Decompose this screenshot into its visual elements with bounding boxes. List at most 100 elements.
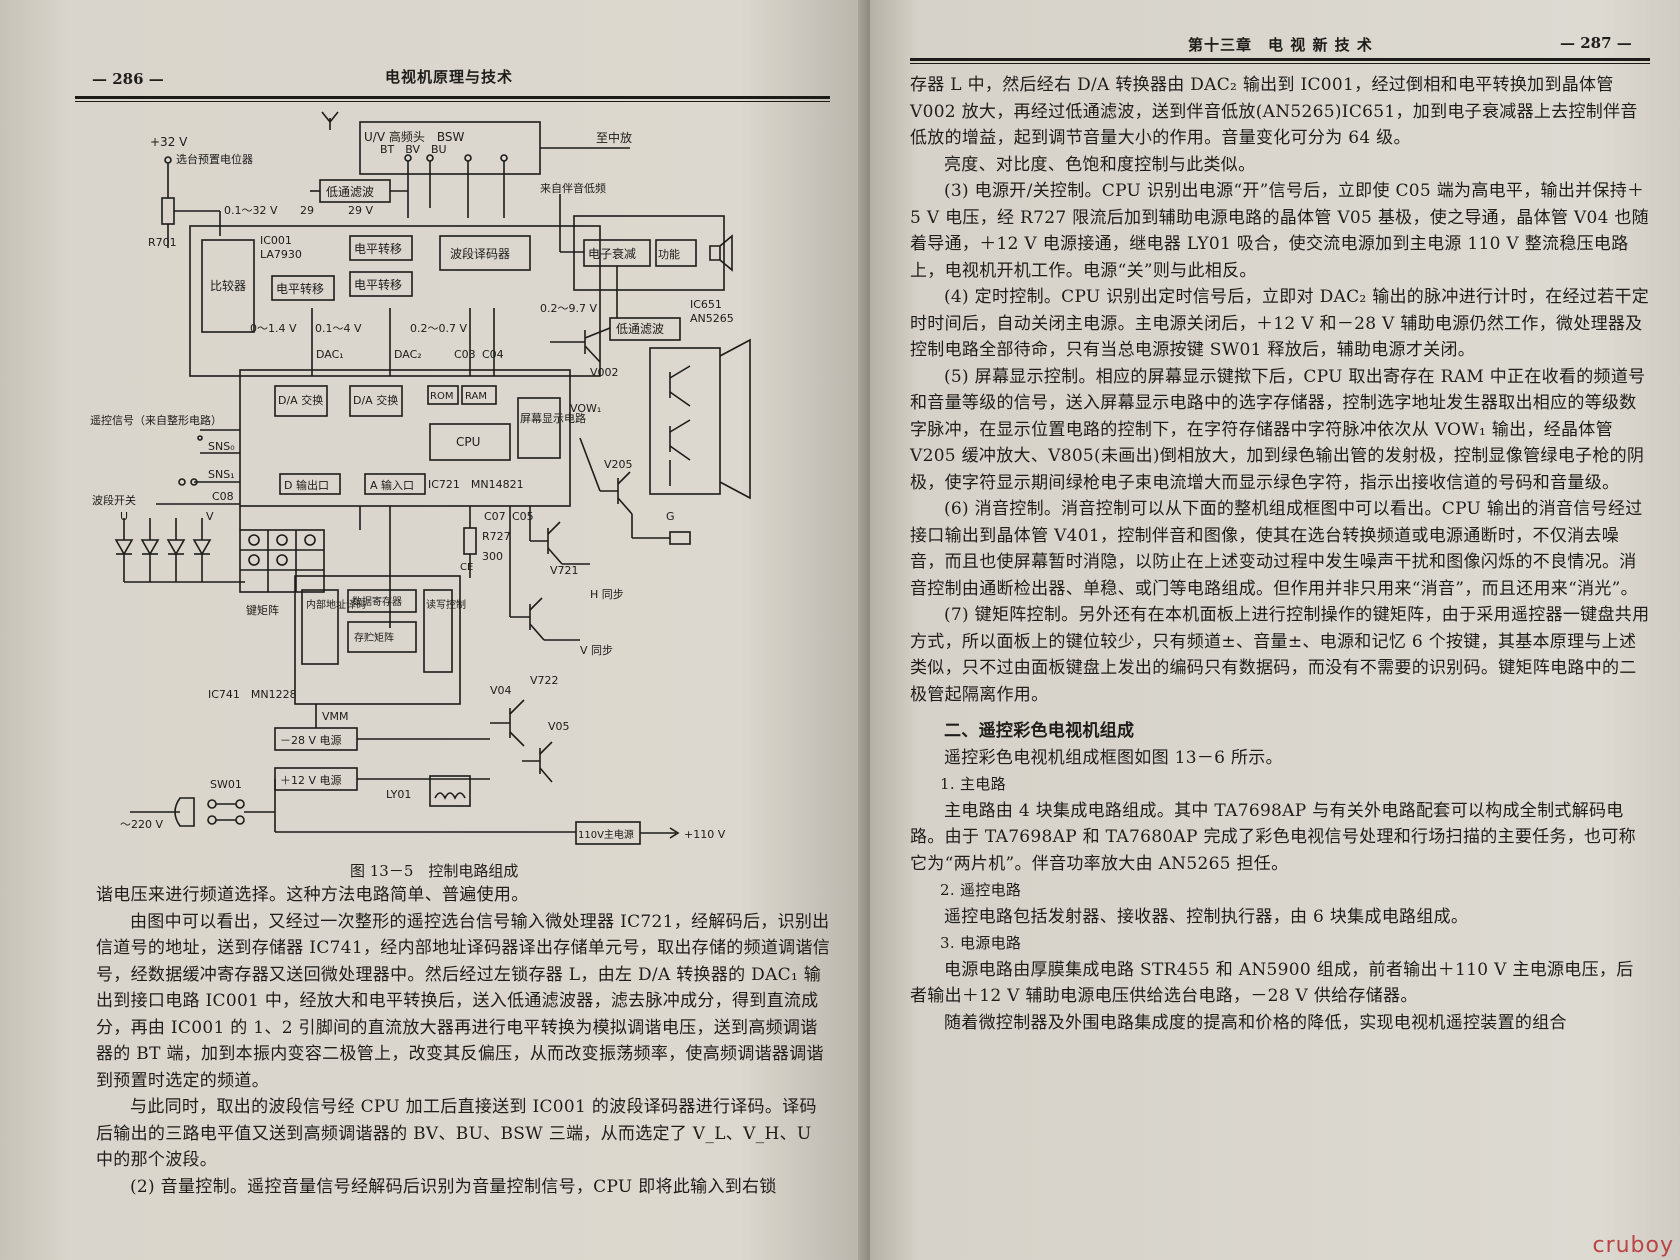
data-register-box bbox=[347, 589, 417, 613]
label-tuner-pins: BT BV BU bbox=[380, 143, 447, 156]
label-v-range2: 0.2～9.7 V bbox=[540, 302, 597, 315]
section-intro: 遥控彩色电视机组成框图如图 13－6 所示。 bbox=[944, 747, 1283, 768]
label-an5265: AN5265 bbox=[690, 312, 734, 325]
label-pin29: 29 bbox=[300, 204, 314, 217]
cpu-box bbox=[429, 423, 511, 461]
label-power-amp: 功能 bbox=[658, 247, 680, 261]
control-circuit-diagram: +32 V 选台预置电位器 U/V 高频头 BSW BT BV BU 至中放 低… bbox=[90, 111, 751, 845]
lpf-box-2 bbox=[609, 317, 681, 341]
label-attenuator: 电子衰减 bbox=[588, 246, 636, 261]
d-output-port bbox=[279, 473, 341, 495]
rw-control-box bbox=[423, 589, 453, 673]
figure-caption: 图 13－5 控制电路组成 bbox=[350, 862, 519, 880]
subsection-text: 遥控电路包括发射器、接收器、控制执行器，由 6 块集成电路组成。 bbox=[944, 906, 1469, 927]
label-band-switch: 波段开关 bbox=[92, 493, 136, 507]
subsection-heading: 1. 主电路 bbox=[940, 775, 1006, 793]
paragraph: 与此同时，取出的波段信号经 CPU 加工后直接送到 IC001 的波段译码器进行… bbox=[96, 1097, 817, 1170]
label-tuner: U/V 高频头 BSW bbox=[364, 129, 464, 144]
osd-box bbox=[517, 397, 561, 459]
label-c03: C03 bbox=[454, 348, 476, 361]
label-storage: 存贮矩阵 bbox=[354, 631, 394, 644]
storage-matrix-box bbox=[347, 621, 417, 653]
label-v01-4: 0.1～4 V bbox=[315, 322, 362, 335]
label-d-out: D 输出口 bbox=[284, 478, 329, 492]
label-level1: 电平转移 bbox=[354, 241, 402, 256]
label-da1: D/A 交换 bbox=[278, 393, 323, 407]
paragraph: 亮度、对比度、色饱和度控制与此类似。 bbox=[944, 154, 1256, 175]
paragraph: (5) 屏幕显示控制。相应的屏幕显示键揿下后，CPU 取出寄存在 RAM 中正在… bbox=[910, 366, 1646, 493]
label-r300: 300 bbox=[482, 550, 503, 563]
label-da2: D/A 交换 bbox=[353, 393, 398, 407]
label-v0-1-4: 0～1.4 V bbox=[250, 322, 297, 335]
subsection-heading: 3. 电源电路 bbox=[940, 934, 1022, 952]
label-lpf2: 低通滤波 bbox=[616, 322, 664, 336]
running-title-right: 第十三章 电 视 新 技 术 bbox=[1188, 36, 1373, 54]
label-c04: C04 bbox=[482, 348, 504, 361]
label-preset: 选台预置电位器 bbox=[176, 152, 253, 166]
label-out110: +110 V bbox=[684, 828, 726, 841]
label-vsync: V 同步 bbox=[580, 644, 613, 657]
label-dac2: DAC₂ bbox=[394, 348, 422, 361]
subsection-text: 主电路由 4 块集成电路组成。其中 TA7698AP 与有关外电路配套可以构成全… bbox=[910, 800, 1636, 874]
label-a-in: A 输入口 bbox=[370, 478, 414, 492]
label-c08: C08 bbox=[212, 490, 234, 503]
label-addr-dec: 内部地址译码 bbox=[306, 598, 366, 611]
label-ic741: IC741 MN1228 bbox=[208, 688, 297, 701]
label-ic651: IC651 bbox=[690, 298, 722, 311]
right-body-text: 存器 L 中，然后经右 D/A 转换器由 DAC₂ 输出到 IC001，经过倒相… bbox=[910, 72, 1650, 1036]
label-audio-in: 来自伴音低频 bbox=[540, 181, 606, 195]
label-ce: CE bbox=[460, 562, 473, 573]
paragraph: (4) 定时控制。CPU 识别出定时信号后，立即对 DAC₂ 输出的脉冲进行计时… bbox=[910, 287, 1649, 360]
label-r701: R701 bbox=[148, 236, 177, 249]
label-cpu: CPU bbox=[456, 435, 480, 449]
label-dac1: DAC₁ bbox=[316, 348, 344, 361]
band-decoder-box bbox=[439, 235, 531, 271]
address-decoder-box bbox=[301, 589, 339, 665]
label-r727: R727 bbox=[482, 530, 511, 543]
paragraph: (2) 音量控制。遥控音量信号经解码后识别为音量控制信号，CPU 即将此输入到右… bbox=[130, 1176, 777, 1197]
label-pin29v: 29 V bbox=[348, 204, 373, 217]
label-uv-u: U bbox=[120, 510, 128, 523]
label-ac220: ～220 V bbox=[120, 818, 163, 831]
relay-ly01 bbox=[429, 775, 471, 807]
label-data-reg: 数据寄存器 bbox=[352, 595, 402, 608]
watermark: cruboy bbox=[1592, 1233, 1674, 1258]
subsection-text: 电源电路由厚膜集成电路 STR455 和 AN5900 组成，前者输出＋110 … bbox=[910, 959, 1634, 1007]
da-converter-2 bbox=[349, 385, 403, 417]
rom-box bbox=[427, 385, 459, 405]
label-remote: 遥控信号（来自整形电路） bbox=[90, 413, 222, 427]
label-v05: V05 bbox=[548, 720, 570, 733]
label-v002: V002 bbox=[590, 366, 619, 379]
label-g: G bbox=[666, 510, 675, 523]
ic721-box bbox=[239, 369, 571, 507]
label-rw-ctrl: 读写控制 bbox=[426, 598, 466, 611]
ram-box bbox=[461, 385, 497, 405]
paragraph: 由图中可以看出，又经过一次整形的遥控选台信号输入微处理器 IC721，经解码后，… bbox=[96, 911, 831, 1091]
page-number-left: — 286 — bbox=[92, 70, 164, 88]
label-comparator: 比较器 bbox=[210, 278, 246, 293]
label-v722: V722 bbox=[530, 674, 559, 687]
ic741-box bbox=[294, 575, 461, 705]
label-band-decoder: 波段译码器 bbox=[450, 246, 510, 261]
label-neg28: －28 V 电源 bbox=[280, 733, 342, 747]
label-main-psu: 110V主电源 bbox=[578, 828, 634, 841]
left-body-text: 谐电压来进行频道选择。这种方法电路简单、普遍使用。 由图中可以看出，又经过一次整… bbox=[96, 882, 831, 1200]
a-input-port bbox=[364, 473, 426, 495]
paragraph: 谐电压来进行频道选择。这种方法电路简单、普遍使用。 bbox=[96, 885, 529, 905]
header-rule-right bbox=[910, 58, 1650, 61]
label-v04: V04 bbox=[490, 684, 512, 697]
label-c07: C07 bbox=[484, 510, 506, 523]
label-c05: C05 bbox=[512, 510, 534, 523]
label-pos12: ＋12 V 电源 bbox=[280, 773, 342, 787]
level-shift-2 bbox=[271, 275, 335, 301]
label-to-if: 至中放 bbox=[596, 130, 632, 145]
label-sns1: SNS₁ bbox=[208, 468, 235, 481]
section-title: 二、遥控彩色电视机组成 bbox=[944, 721, 1135, 741]
label-osd: 屏幕显示电路 bbox=[520, 411, 586, 425]
comparator-box bbox=[201, 239, 255, 333]
label-v205: V205 bbox=[604, 458, 633, 471]
label-ic721: IC721 MN14821 bbox=[428, 478, 524, 491]
right-page: 第十三章 电 视 新 技 术 — 287 — 存器 L 中，然后经右 D/A 转… bbox=[870, 0, 1680, 1260]
label-hsync: H 同步 bbox=[590, 588, 624, 601]
